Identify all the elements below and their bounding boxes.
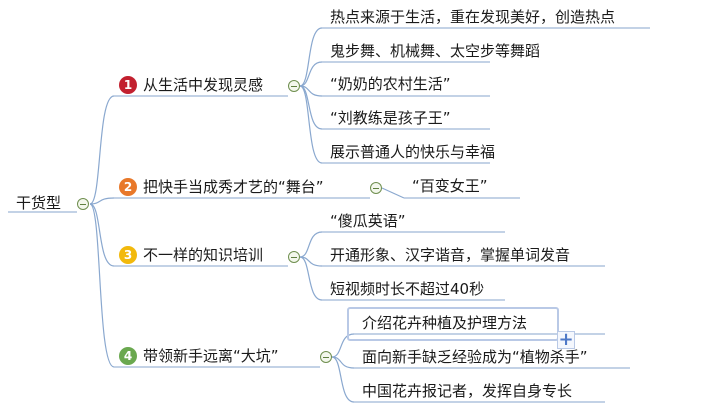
leaf-1-4[interactable]: “刘教练是孩子王” [330,109,451,127]
branch-1-collapse-icon[interactable] [288,80,300,92]
leaf-3-2[interactable]: 开通形象、汉字谐音，掌握单词发音 [330,246,571,264]
branch-1[interactable]: 1 从生活中发现灵感 [119,75,263,95]
leaf-1-1[interactable]: 热点来源于生活，重在发现美好，创造热点 [330,8,616,26]
branch-1-connector-2 [299,61,323,87]
root-connector-4 [89,203,115,368]
branch-1-connector-1 [299,27,323,87]
root-node[interactable]: 干货型 [16,193,61,213]
branch-4[interactable]: 4 带领新手远离“大坑” [119,346,279,366]
branch-label: 不一样的知识培训 [143,246,264,264]
branch-1-connector-5 [299,85,323,164]
branch-label: 把快手当成秀才艺的“舞台” [143,178,324,196]
leaf-2-1[interactable]: “百变女王” [412,177,488,195]
branch-3-connector-1 [299,231,323,258]
branch-4-connector-3 [331,356,355,403]
leaf-1-2[interactable]: 鬼步舞、机械舞、太空步等舞蹈 [330,42,541,60]
leaf-1-5[interactable]: 展示普通人的快乐与幸福 [330,143,496,161]
root-collapse-icon[interactable] [77,198,89,210]
branch-3-connector-3 [299,256,323,301]
root-label: 干货型 [16,194,62,212]
branch-3[interactable]: 3 不一样的知识培训 [119,245,263,265]
leaf-4-2[interactable]: 面向新手缺乏经验成为“植物杀手” [362,348,588,366]
branch-number-icon: 2 [119,178,137,196]
root-connector-2 [89,197,115,205]
add-node-plus-icon[interactable]: + [557,329,575,350]
branch-3-collapse-icon[interactable] [288,251,300,263]
leaf-3-1[interactable]: “傻瓜英语” [330,212,406,230]
branch-2-connector-1 [381,187,405,199]
leaf-4-3[interactable]: 中国花卉报记者，发挥自身专长 [362,382,573,400]
leaf-3-3[interactable]: 短视频时长不超过40秒 [330,280,485,298]
branch-4-collapse-icon[interactable] [320,351,332,363]
branch-number-icon: 1 [119,76,137,94]
branch-number-icon: 3 [119,246,137,264]
branch-label: 从生活中发现灵感 [143,76,264,94]
branch-label: 带领新手远离“大坑” [143,347,279,365]
branch-2-collapse-icon[interactable] [370,182,382,194]
leaf-1-3[interactable]: “奶奶的农村生活” [330,75,451,93]
leaf-4-1[interactable]: 介绍花卉种植及护理方法 [362,314,528,332]
root-connector-1 [89,95,115,205]
branch-4-connector-1 [331,333,355,358]
branch-2[interactable]: 2 把快手当成秀才艺的“舞台” [119,177,324,197]
branch-number-icon: 4 [119,347,137,365]
selection-box [347,307,559,341]
root-connector-3 [89,203,115,267]
